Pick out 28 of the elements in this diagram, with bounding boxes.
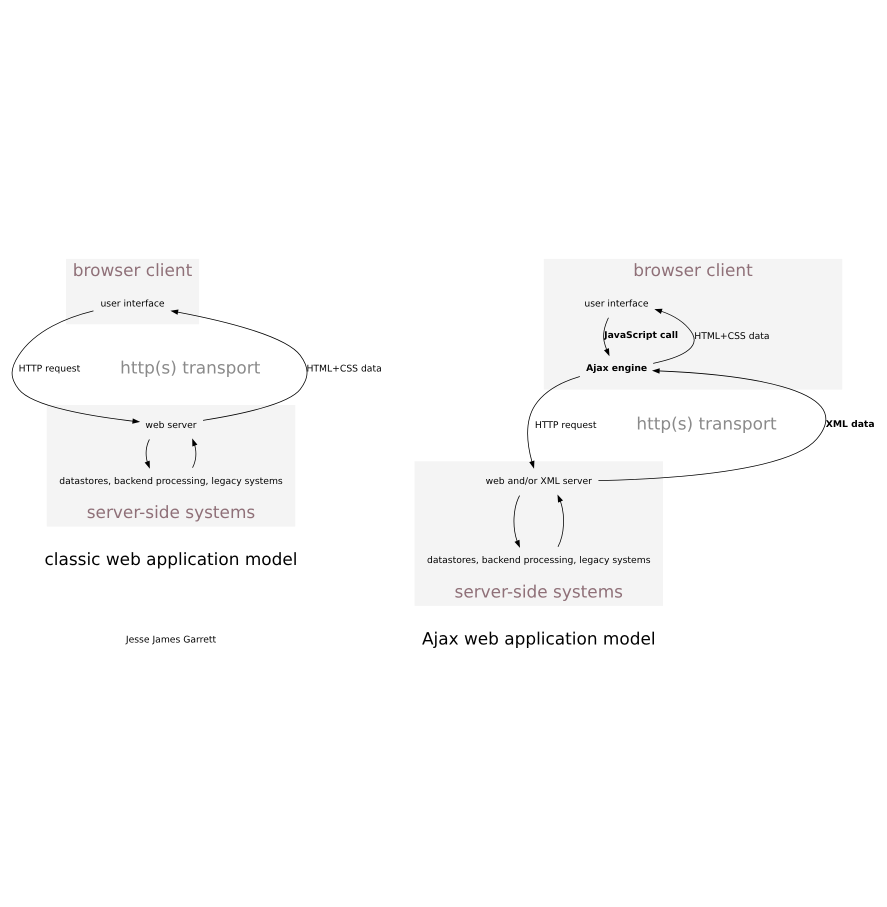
arrow: [192, 438, 198, 468]
arrow: [12, 310, 140, 424]
label: Ajax web application model: [422, 628, 656, 648]
arrow: [652, 308, 695, 364]
node-text: datastores, backend processing, legacy systems: [59, 476, 283, 487]
label: http(s) transport: [120, 358, 260, 378]
edge-label: HTML+CSS data: [694, 330, 770, 342]
edge-label: HTTP request: [534, 420, 596, 431]
edge-label: JavaScript call: [604, 330, 678, 342]
node-text: Ajax engine: [586, 362, 648, 374]
arrow: [527, 376, 580, 469]
arrow: [144, 439, 150, 469]
label: http(s) transport: [636, 414, 777, 434]
arrow: [603, 317, 610, 356]
arrow: [557, 494, 564, 548]
arrow: [514, 495, 520, 548]
node-text: web server: [145, 420, 197, 431]
label: classic web application model: [44, 549, 298, 570]
node-text: web and/or XML server: [486, 476, 592, 487]
node-text: datastores, backend processing, legacy systems: [427, 555, 651, 566]
edge-label: XML data: [826, 419, 875, 430]
edge-label: HTTP request: [18, 364, 80, 375]
edge-label: HTML+CSS data: [306, 364, 382, 375]
node-text: user interface: [100, 298, 165, 310]
arrow: [598, 368, 826, 482]
node-text: user interface: [584, 298, 649, 310]
arrow: [170, 310, 308, 421]
label: Jesse James Garrett: [126, 634, 216, 646]
